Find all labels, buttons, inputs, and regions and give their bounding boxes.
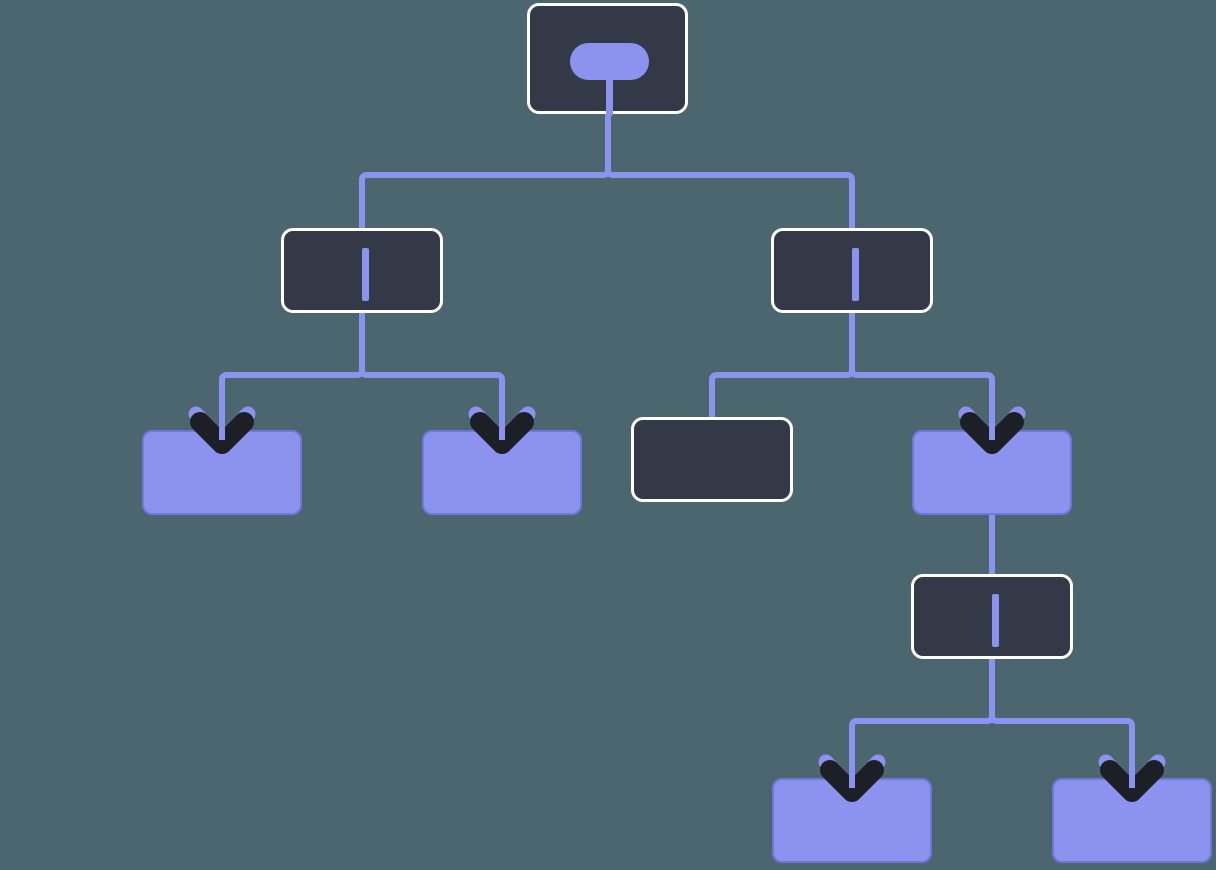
- node-level3-b[interactable]: [422, 430, 582, 515]
- node-root[interactable]: [527, 3, 688, 116]
- node-level2-right[interactable]: [771, 228, 933, 313]
- node-level4[interactable]: [911, 574, 1073, 659]
- root-pill-glyph: [570, 43, 649, 80]
- node-level5-left[interactable]: [772, 778, 932, 863]
- level2-right-bar-glyph: [852, 248, 859, 301]
- level2-left-bar-glyph: [362, 248, 369, 301]
- node-level2-left[interactable]: [281, 228, 443, 313]
- node-level3-d[interactable]: [912, 430, 1072, 515]
- node-level3-c[interactable]: [631, 417, 793, 502]
- root-stem-glyph: [606, 76, 613, 116]
- node-level3-a[interactable]: [142, 430, 302, 515]
- level4-bar-glyph: [992, 594, 999, 647]
- node-level5-right[interactable]: [1052, 778, 1212, 863]
